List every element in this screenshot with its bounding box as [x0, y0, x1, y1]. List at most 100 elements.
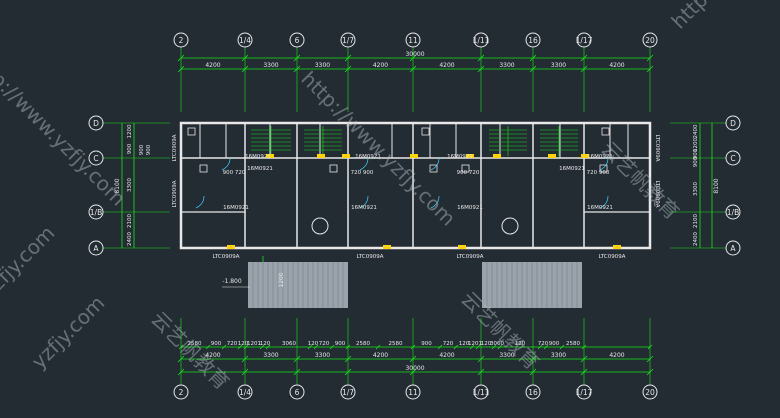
chain-dim-text-top: 3300	[263, 62, 278, 69]
door-swing	[599, 195, 609, 209]
left-inner-dim-text: 900	[127, 143, 133, 154]
row-bubble-label: A	[93, 244, 99, 253]
dim-tick	[409, 65, 417, 73]
row-bubble-label: 1/B	[90, 208, 102, 217]
left-outer-dim-text: 8100	[114, 178, 121, 193]
window-label: LTC0909A	[457, 254, 484, 260]
detail-dim-text: 3060	[490, 341, 504, 347]
dim-tick	[237, 344, 243, 350]
detail-dim-text: 120	[515, 341, 526, 347]
dim-tick	[477, 54, 485, 62]
dim-tick	[529, 368, 537, 376]
grid-bubble-top	[576, 32, 592, 48]
dim-tick	[580, 368, 588, 376]
chain-dim-text-top: 4200	[205, 62, 220, 69]
chain-dim-text-bottom: 3300	[315, 352, 330, 359]
row-bubble-left	[88, 150, 104, 166]
door-swing	[430, 157, 440, 171]
door-label: 16M0921	[245, 154, 271, 160]
grid-bubble-top	[642, 32, 658, 48]
door-label: 16M0921	[587, 205, 613, 211]
left-inner-dim-text: 2400	[127, 232, 133, 246]
dim-tick	[205, 344, 211, 350]
right-inner-dim-text: 3300	[693, 182, 699, 196]
grid-bubble-top	[173, 32, 189, 48]
watermark-text: yzfjy.com	[27, 291, 110, 374]
dim-tick	[646, 355, 654, 363]
door-swing	[195, 195, 205, 209]
dim-tick	[177, 65, 185, 73]
grid-bubble-label: 1/11	[473, 388, 490, 397]
window-label: LTC0909A	[599, 254, 626, 260]
dim-tick	[409, 368, 417, 376]
dim-tick	[178, 344, 184, 350]
right-inner-dim-text: 2100	[693, 214, 699, 228]
row-bubble-label: C	[93, 154, 98, 163]
door-swing	[599, 157, 609, 171]
dim-tick	[313, 344, 319, 350]
door-swing	[430, 195, 440, 209]
dimension-layer	[103, 47, 726, 385]
row-bubble-left	[88, 240, 104, 256]
detail-dim-text: 900	[335, 341, 346, 347]
fixture-symbol	[199, 164, 208, 173]
grid-bubble-bottom	[576, 384, 592, 400]
window-label-side: LTC0909A	[654, 135, 660, 162]
row-bubble-right	[725, 240, 741, 256]
step-dim-text: 1200	[278, 272, 285, 287]
door-leaf	[581, 154, 589, 158]
detail-dim-text: 1201	[247, 341, 261, 347]
chain-dim-text-bottom: 3300	[551, 352, 566, 359]
left-inner-dim-text: 3300	[127, 178, 133, 192]
detail-dim-text: 900	[421, 341, 432, 347]
dim-tick	[646, 368, 654, 376]
dim-tick	[329, 344, 335, 350]
dim-tick	[177, 54, 185, 62]
chain-dim-text-bottom: 4200	[439, 352, 454, 359]
door-label: 16M0921	[351, 205, 377, 211]
watermark-text: http://www.yzfjy.com	[296, 67, 460, 231]
dim-tick	[241, 65, 249, 73]
door-leaf	[493, 154, 501, 158]
grid-bubble-label: 6	[295, 36, 300, 45]
overall-dim-text-top: 30000	[405, 51, 424, 58]
detail-dim-text: 120	[238, 341, 249, 347]
right-inner-dim-text: 1200	[693, 138, 699, 152]
grid-bubble-label: 16	[528, 388, 538, 397]
right-inner-dim-text: 2400	[693, 124, 699, 138]
watermark-text: 云艺帆教育	[146, 307, 234, 395]
grid-bubble-label: 2	[179, 388, 184, 397]
column-circle	[501, 217, 519, 235]
detail-dim-text: 2580	[356, 341, 370, 347]
grid-bubble-bottom	[237, 384, 253, 400]
grid-bubble-bottom	[173, 384, 189, 400]
detail-dim-text: 900	[549, 341, 560, 347]
fixture-symbol	[429, 164, 438, 173]
grid-bubble-label: 16	[528, 36, 538, 45]
detail-dim-text: 1201	[468, 341, 482, 347]
row-bubble-label: A	[730, 244, 736, 253]
dim-tick	[646, 65, 654, 73]
row-bubble-right	[725, 204, 741, 220]
row-bubble-right	[725, 150, 741, 166]
chain-dim-text-top: 3300	[315, 62, 330, 69]
dim-tick	[580, 355, 588, 363]
level-mark: -1.800	[222, 278, 242, 285]
grid-bubble-label: 1/4	[239, 388, 251, 397]
dim-tick	[243, 344, 249, 350]
dim-tick	[265, 344, 271, 350]
fixture-symbol	[421, 127, 430, 136]
dim-tick	[529, 355, 537, 363]
grid-bubble-label: 11	[408, 388, 418, 397]
grid-bubble-label: 6	[295, 388, 300, 397]
door-leaf	[383, 245, 391, 249]
grid-bubble-top	[525, 32, 541, 48]
dim-tick	[307, 344, 313, 350]
dim-tick	[453, 344, 459, 350]
dim-tick	[437, 344, 443, 350]
dim-tick	[491, 344, 497, 350]
fixture-symbol	[329, 164, 338, 173]
window-label-side: LTC0909A	[172, 180, 178, 207]
row-bubble-label: C	[730, 154, 735, 163]
